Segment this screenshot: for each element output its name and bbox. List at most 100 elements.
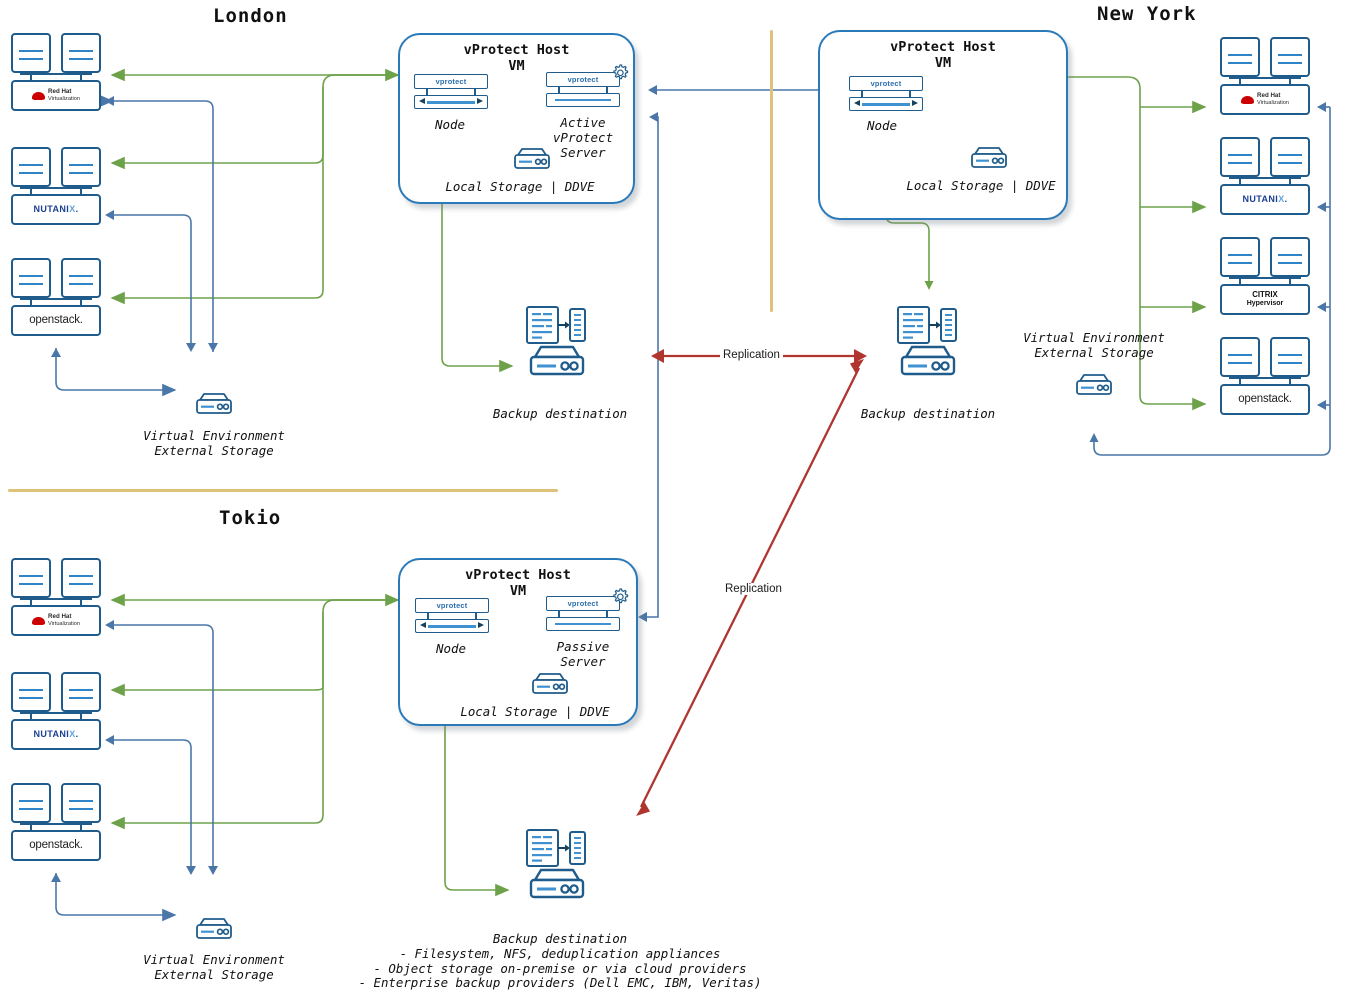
hypervisor-logo-plate: openstack. — [1220, 384, 1310, 415]
server-icon — [11, 258, 51, 298]
server-icon — [1220, 337, 1260, 377]
server-icon — [1270, 337, 1310, 377]
vprotect-badge: vprotect — [415, 598, 489, 613]
divider-london-tokio — [8, 489, 558, 492]
vprotect-badge: vprotect — [414, 74, 488, 89]
vm-panel-new-york[interactable]: vProtect Host VM — [818, 30, 1068, 220]
server-body — [546, 617, 620, 631]
server-icon — [1270, 37, 1310, 77]
server-icon — [11, 783, 51, 823]
tokio-external-storage-icon — [192, 916, 236, 942]
openstack-logo: openstack. — [29, 838, 83, 851]
tokio-backup-destination-label: Backup destination — [492, 931, 628, 946]
nutanix-logo: NUTANIX. — [1242, 193, 1288, 204]
vprotect-node-new-york-label: Node — [866, 118, 898, 133]
vm-panel-london[interactable]: vProtect Host VM — [398, 33, 635, 204]
gear-icon — [609, 62, 631, 84]
nutanix-logo: NUTANIX. — [33, 203, 79, 214]
server-icon — [61, 258, 101, 298]
new-york-local-storage-icon — [967, 145, 1011, 171]
server-icon — [1270, 237, 1310, 277]
server-icon — [61, 672, 101, 712]
server-icon — [11, 147, 51, 187]
openstack-logo: openstack. — [29, 313, 83, 326]
site-title-london: London — [213, 5, 288, 27]
vm-title: vProtect Host VM — [463, 42, 570, 75]
vprotect-server-tokio[interactable]: vprotect — [546, 588, 629, 631]
vm-panel-tokio[interactable]: vProtect Host VM — [398, 558, 638, 726]
site-title-tokio: Tokio — [219, 507, 282, 529]
hypervisor-new-york-nutanix[interactable]: NUTANIX. — [1220, 137, 1310, 215]
hypervisor-new-york-citrix[interactable]: CITRIX Hypervisor — [1220, 237, 1310, 315]
hypervisor-logo-plate: NUTANIX. — [1220, 184, 1310, 215]
hypervisor-logo-plate: NUTANIX. — [11, 194, 101, 225]
new-york-backup-destination-icon — [896, 305, 958, 377]
vprotect-node-new-york[interactable]: vprotect — [849, 76, 923, 111]
vm-title: vProtect Host VM — [890, 39, 996, 72]
vprotect-node-tokio-label: Node — [435, 641, 467, 656]
hypervisor-logo-plate: NUTANIX. — [11, 719, 101, 750]
redhat-fedora-icon — [32, 616, 46, 625]
server-icon — [1220, 137, 1260, 177]
new-york-external-storage-label: Virtual Environment External Storage — [1023, 330, 1165, 361]
server-icon — [61, 558, 101, 598]
vprotect-badge: vprotect — [546, 72, 620, 87]
hypervisor-tokio-nutanix[interactable]: NUTANIX. — [11, 672, 101, 750]
vm-title: vProtect Host VM — [465, 567, 571, 600]
vprotect-badge: vprotect — [849, 76, 923, 91]
tokio-backup-destination-detail-1: - Filesystem, NFS, deduplication applian… — [399, 946, 721, 961]
hypervisor-new-york-openstack[interactable]: openstack. — [1220, 337, 1310, 415]
tokio-backup-destination-detail-3: - Enterprise backup providers (Dell EMC,… — [358, 975, 762, 990]
redhat-fedora-icon — [32, 91, 46, 100]
hypervisor-tokio-openstack[interactable]: openstack. — [11, 783, 101, 861]
server-icon — [1270, 137, 1310, 177]
node-body — [849, 97, 923, 111]
vprotect-server-london-label: Active vProtect Server — [552, 115, 614, 160]
london-local-storage-icon — [510, 146, 554, 172]
server-icon — [11, 33, 51, 73]
vprotect-badge: vprotect — [546, 596, 620, 611]
new-york-backup-destination-label: Backup destination — [860, 406, 996, 421]
server-icon — [61, 147, 101, 187]
vprotect-server-tokio-label: Passive Server — [556, 639, 610, 669]
replication-label-horizontal: Replication — [720, 349, 783, 361]
server-body — [546, 93, 620, 107]
vprotect-node-london-label: Node — [434, 117, 466, 132]
london-external-storage-icon — [192, 391, 236, 417]
server-icon — [1220, 37, 1260, 77]
server-icon — [61, 33, 101, 73]
tokio-local-storage-label: Local Storage | DDVE — [460, 704, 610, 719]
london-external-storage-label: Virtual Environment External Storage — [143, 428, 285, 459]
server-icon — [11, 558, 51, 598]
hypervisor-logo-plate: openstack. — [11, 305, 101, 336]
gear-icon — [609, 586, 631, 608]
tokio-local-storage-icon — [528, 671, 572, 697]
hypervisor-london-openstack[interactable]: openstack. — [11, 258, 101, 336]
server-icon — [1220, 237, 1260, 277]
vprotect-server-london[interactable]: vprotect — [546, 64, 629, 107]
tokio-external-storage-label: Virtual Environment External Storage — [143, 952, 285, 983]
hypervisor-london-nutanix[interactable]: NUTANIX. — [11, 147, 101, 225]
london-local-storage-label: Local Storage | DDVE — [445, 179, 595, 194]
vprotect-node-tokio[interactable]: vprotect — [415, 598, 489, 633]
citrix-hypervisor-logo: CITRIX Hypervisor — [1246, 290, 1284, 307]
vprotect-node-london[interactable]: vprotect — [414, 74, 488, 109]
site-title-new-york: New York — [1097, 3, 1197, 25]
server-icon — [61, 783, 101, 823]
hypervisor-logo-plate: CITRIX Hypervisor — [1220, 284, 1310, 315]
new-york-local-storage-label: Local Storage | DDVE — [906, 178, 1056, 193]
server-icon — [11, 672, 51, 712]
london-backup-destination-label: Backup destination — [492, 406, 628, 421]
openstack-logo: openstack. — [1238, 392, 1292, 405]
replication-label-diagonal: Replication — [722, 583, 785, 595]
